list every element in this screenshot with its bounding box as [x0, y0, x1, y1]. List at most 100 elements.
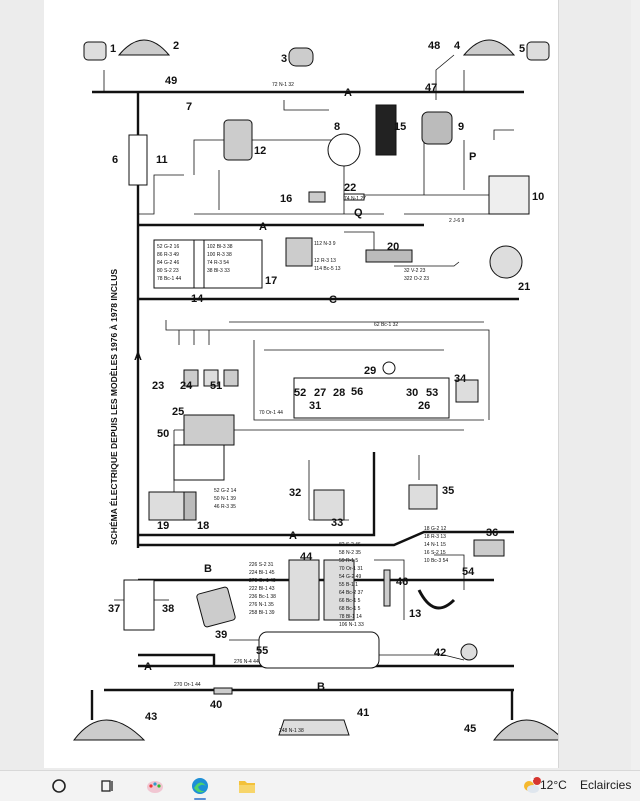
component-number: 26 [418, 400, 430, 412]
harness-44-left-entry: 276 N-1 35 [249, 602, 274, 608]
wire-label: 114 Bc-5 13 [314, 266, 341, 272]
harness-14b-entry: 100 R-3 38 [207, 252, 232, 258]
component-number: 37 [108, 603, 120, 615]
component-number: 55 [256, 645, 268, 657]
harness-36-entry: 14 N-1 15 [424, 542, 446, 548]
harness-14-entry: 80 S-2 23 [157, 268, 179, 274]
harness-44-right-entry: 70 Or-1 31 [339, 566, 363, 572]
component-number: 44 [300, 551, 313, 563]
component-number: 6 [112, 154, 118, 166]
component-number: 27 [314, 387, 326, 399]
component-number: 20 [387, 241, 399, 253]
harness-44-right-entry: 68 Bc-1 5 [339, 606, 361, 612]
harness-18-entry: 52 G-2 14 [214, 488, 236, 494]
component-number: 40 [210, 699, 222, 711]
harness-14b-entry: 102 Bl-3 38 [207, 244, 233, 250]
component-number: 13 [409, 608, 421, 620]
wire-label: 248 N-1 38 [279, 728, 304, 734]
harness-18-entry: 46 R-3 35 [214, 504, 236, 510]
harness-18-entry: 50 N-1 39 [214, 496, 236, 502]
weather-badge: 1 [530, 775, 534, 782]
harness-36-entry: 10 Bc-3 54 [424, 558, 448, 564]
bus-label-b2: B [317, 681, 325, 693]
component-number: 30 [406, 387, 418, 399]
component-number: 41 [357, 707, 369, 719]
bus-label-a1: A [344, 87, 352, 99]
harness-36-entry: 18 G-2 12 [424, 526, 446, 532]
harness-44-right-entry: 106 N-1 33 [339, 622, 364, 628]
component-number: 53 [426, 387, 438, 399]
component-number: 35 [442, 485, 454, 497]
component-number: 5 [519, 43, 525, 55]
wire-label: 322 O-2 23 [404, 276, 429, 282]
bus-label-a2: A [259, 221, 267, 233]
harness-14b-entry: 38 Bl-3 33 [207, 268, 230, 274]
harness-14b-entry: 74 R-3 54 [207, 260, 229, 266]
start-icon[interactable] [44, 774, 74, 798]
harness-14-entry: 52 G-2 16 [157, 244, 179, 250]
wire-label: 62 Bc-1 32 [374, 322, 398, 328]
harness-44-left-entry: 270 Or-1 49 [249, 578, 276, 584]
harness-44-right-entry: 66 Bc-1 5 [339, 598, 361, 604]
component-number: 46 [396, 576, 408, 588]
bus-label-a5: A [144, 661, 152, 673]
document-page: SCHÉMA ÉLECTRIQUE DEPUIS LES MODÈLES 197… [44, 0, 566, 768]
paint-icon[interactable] [140, 774, 170, 798]
component-number: 14 [191, 293, 204, 305]
component-number: 31 [309, 400, 321, 412]
weather-description[interactable]: Eclaircies [580, 778, 632, 792]
harness-44-right-entry: 55 B-1 1 [339, 582, 358, 588]
wiring-diagram: SCHÉMA ÉLECTRIQUE DEPUIS LES MODÈLES 197… [72, 39, 566, 741]
component-number: 56 [351, 386, 363, 398]
component-number: 3 [281, 53, 287, 65]
bus-label-b1: B [204, 563, 212, 575]
component-number: 43 [145, 711, 157, 723]
harness-44-right-entry: 54 G-2 49 [339, 574, 361, 580]
document-viewer: SCHÉMA ÉLECTRIQUE DEPUIS LES MODÈLES 197… [44, 0, 640, 770]
component-number: 17 [265, 275, 277, 287]
wire-label: 32 V-2 23 [404, 268, 426, 274]
harness-44-left-entry: 224 Bl-1 45 [249, 570, 275, 576]
task-view-icon[interactable] [92, 774, 122, 798]
component-number: 10 [532, 191, 544, 203]
component-number: 54 [462, 566, 475, 578]
component-number: 2 [173, 40, 179, 52]
component-number: 23 [152, 380, 164, 392]
wire-label: 12 R-3 13 [314, 258, 336, 264]
harness-36-entry: 16 S-2 15 [424, 550, 446, 556]
component-number: 36 [486, 527, 498, 539]
component-number: 25 [172, 406, 184, 418]
bus-label-a4: A [289, 530, 297, 542]
component-number: 12 [254, 145, 266, 157]
component-number: 52 [294, 387, 306, 399]
component-number: 38 [162, 603, 174, 615]
taskbar: 1 12°C Eclaircies [0, 770, 640, 801]
component-number: 24 [180, 380, 193, 392]
harness-36-entry: 18 R-3 13 [424, 534, 446, 540]
component-number: 22 [344, 182, 356, 194]
harness-44-right-entry: 78 Bl-1 14 [339, 614, 362, 620]
component-number: 29 [364, 365, 376, 377]
file-explorer-icon[interactable] [232, 774, 262, 798]
component-number: 1 [110, 43, 116, 55]
component-number: 45 [464, 723, 476, 735]
bus-label-p: P [469, 151, 476, 163]
vertical-scrollbar[interactable] [631, 0, 640, 770]
component-number: 50 [157, 428, 169, 440]
wire-label: 70 Or-1 44 [259, 410, 283, 416]
harness-14-entry: 86 R-3 49 [157, 252, 179, 258]
component-number: 7 [186, 101, 192, 113]
component-number: 48 [428, 40, 440, 52]
harness-44-left-entry: 226 S-2 31 [249, 562, 274, 568]
edge-icon[interactable] [185, 774, 215, 800]
component-number: 21 [518, 281, 530, 293]
component-number: 19 [157, 520, 169, 532]
component-number: 49 [165, 75, 177, 87]
component-number: 11 [156, 154, 168, 166]
component-number: 28 [333, 387, 345, 399]
weather-temperature[interactable]: 12°C [540, 778, 567, 792]
weather-icon[interactable] [518, 774, 544, 798]
component-number: 8 [334, 121, 340, 133]
wire-label: 74 N-1 27 [344, 196, 366, 202]
harness-44-left-entry: 236 Bc-1 38 [249, 594, 276, 600]
